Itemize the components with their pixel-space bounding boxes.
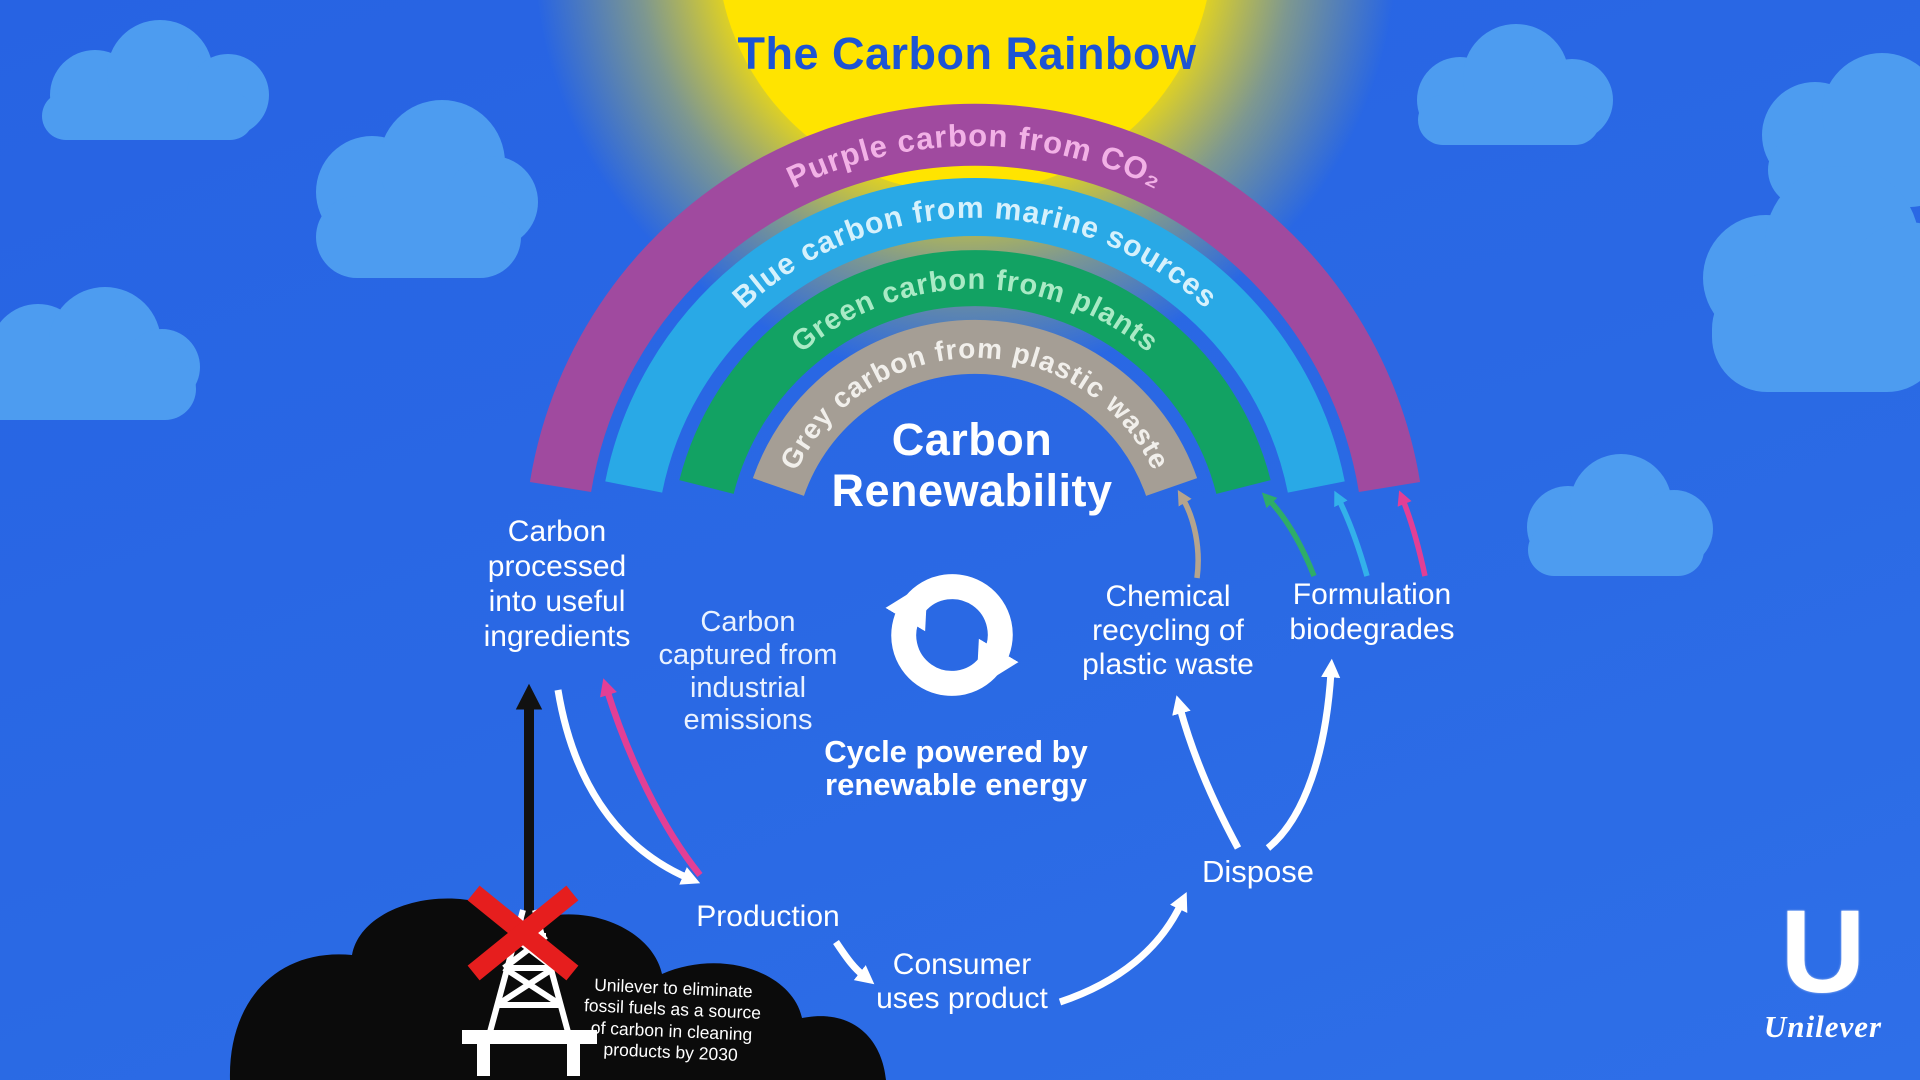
arrow-production-to-consumer [833,940,875,985]
cloud-left [0,287,200,420]
node-carbon-captured: Carbon captured from industrial emission… [658,606,838,737]
arrow-formulation-to-purple-band [1397,490,1428,577]
red-x-icon [467,885,579,981]
rainbow-band-purple [529,103,1421,493]
arrow-ingredients-to-production [554,689,701,885]
cloud-right-mid [1527,454,1713,576]
cloud-right-large [1703,166,1920,392]
node-dispose: Dispose [1202,854,1314,889]
unilever-wordmark: Unilever [1763,1008,1883,1044]
node-consumer-uses-product: Consumer uses product [876,948,1048,1016]
node-chemical-recycling: Chemical recycling of plastic waste [1082,580,1254,681]
rainbow-band-grey [752,320,1198,497]
cloud-behind-sun [316,100,538,278]
cloud-top-right [1417,24,1613,145]
unilever-logo: U Unilever [1763,886,1883,1045]
arrow-formulation-to-green-band [1261,492,1317,578]
page-title: The Carbon Rainbow [737,28,1197,79]
node-production: Production [696,900,840,933]
arrow-production-to-captured [600,678,703,878]
arrow-consumer-to-dispose [1058,892,1188,1006]
recycle-cycle-icon [885,574,1019,696]
arrow-dispose-to-formulation [1265,658,1341,851]
node-carbon-processed: Carbon processed into useful ingredients [483,515,631,654]
pledge-note: Unilever to eliminate fossil fuels as a … [583,974,762,1065]
carbon-renewability-label: Carbon Renewability [831,414,1113,517]
rainbow-band-blue [605,177,1345,493]
arrow-formulation-to-blue-band [1334,490,1370,577]
unilever-u-icon: U [1780,886,1866,1018]
cloud-top-left [42,20,269,140]
arrow-dispose-to-chemical [1172,695,1242,850]
node-formulation-biodegrades: Formulation biodegrades [1289,578,1455,646]
rainbow-band-green [679,250,1271,494]
arrow-chemical-to-grey-band [1177,489,1201,579]
cycle-caption: Cycle powered by renewable energy [824,734,1088,803]
